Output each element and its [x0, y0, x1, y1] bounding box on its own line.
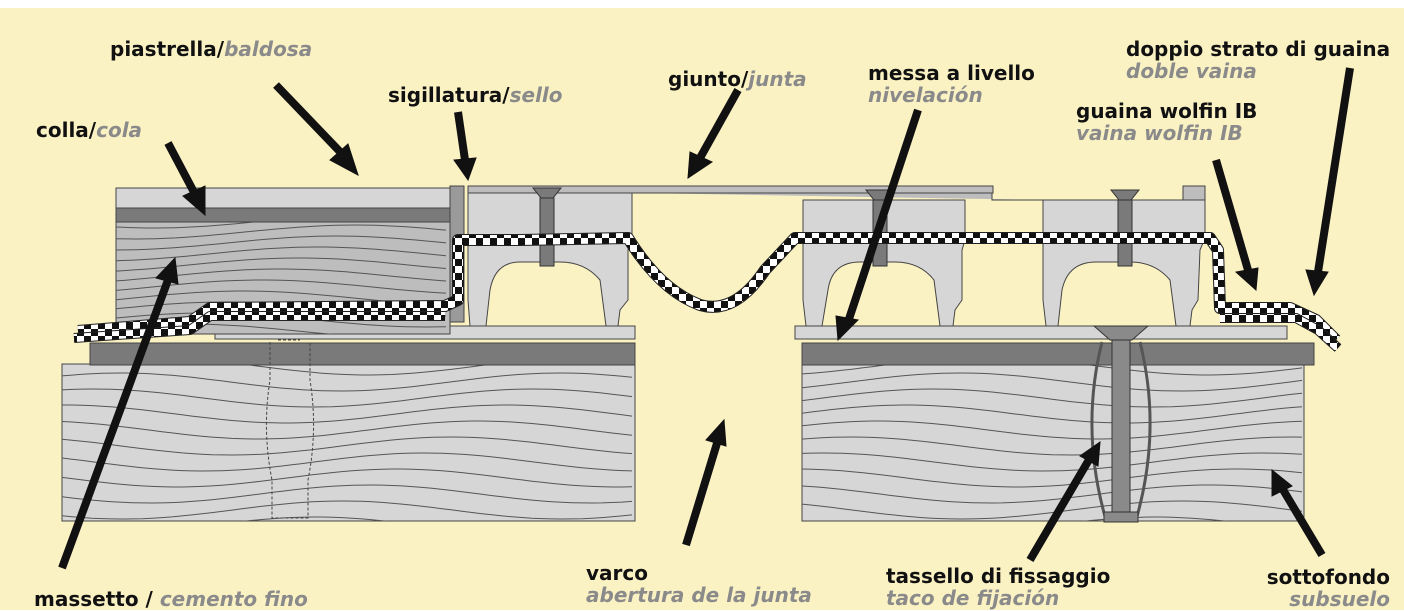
grain-line: [802, 372, 1303, 392]
grain-line: [802, 420, 1303, 440]
grain-line: [802, 436, 1303, 456]
label-tile-es: baldosa: [224, 37, 313, 61]
grain-line: [116, 279, 447, 294]
grain-line: [802, 388, 1303, 408]
arrow-gap: [682, 418, 727, 547]
grain-line: [62, 436, 633, 456]
label-screed: massetto / cemento fino: [34, 588, 308, 610]
grain-line: [1081, 516, 1229, 521]
label-gap-it: varco: [586, 561, 648, 585]
arrow-screed: [58, 256, 179, 570]
arrow-tile: [273, 82, 359, 177]
sheath-membranes: [73, 232, 1342, 352]
hidden-anchor-outline: [265, 339, 315, 519]
grain-line: [237, 364, 498, 376]
grain-line: [802, 404, 1303, 424]
label-wolfin-es: vaina wolfin IB: [1076, 121, 1243, 145]
label-joint: giunto/junta: [668, 68, 807, 90]
grain-line: [241, 516, 389, 521]
profile-feet: [467, 191, 1206, 327]
arrow-joint: [687, 88, 742, 179]
tile: [115, 187, 451, 209]
grain-line: [62, 452, 633, 472]
label-glue: colla/cola: [36, 119, 142, 141]
grain-line: [116, 246, 447, 262]
label-seal-it: sigillatura/: [388, 83, 510, 107]
arrow-anchor: [1026, 440, 1101, 563]
arrow-seal: [453, 111, 477, 182]
grain-line: [62, 372, 633, 392]
grain-line: [802, 500, 1303, 520]
grain-line: [62, 388, 633, 408]
label-leveling-es: nivelación: [868, 83, 983, 107]
label-anchor-es: taco de fijación: [886, 586, 1060, 610]
label-double-sheath-it: doppio strato di guaina: [1126, 37, 1391, 61]
glue-layer: [115, 207, 451, 223]
grain-line: [116, 222, 260, 229]
label-subfloor-es: subsuelo: [1289, 587, 1390, 611]
right-cover-plate: [640, 185, 1206, 201]
grain-line: [116, 235, 447, 251]
right-base-plate: [794, 325, 1288, 340]
label-seal: sigillatura/sello: [388, 84, 563, 106]
label-joint-es: junta: [748, 67, 807, 91]
label-screed-it: massetto /: [34, 587, 160, 611]
arrow-glue: [164, 141, 206, 217]
grain-line: [62, 420, 633, 440]
grain-line: [116, 224, 447, 240]
pointer-arrows: [58, 67, 1354, 570]
label-screed-es: cemento fino: [159, 587, 308, 611]
arrow-wolfin: [1212, 158, 1259, 292]
grain-line: [62, 500, 633, 520]
arrow-leveling: [835, 108, 922, 342]
label-anchor-it: tassello di fissaggio: [886, 564, 1111, 588]
label-gap-es: abertura de la junta: [586, 583, 812, 607]
fixing-anchor: [1090, 325, 1152, 523]
left-subfloor: [61, 363, 636, 522]
label-double-sheath-es: doble vaina: [1126, 59, 1257, 83]
label-tile: piastrella/baldosa: [110, 38, 312, 60]
label-subfloor-it: sottofondo: [1266, 565, 1390, 589]
label-leveling-it: messa a livello: [868, 61, 1035, 85]
right-subfloor: [801, 363, 1305, 522]
label-wolfin-it: guaina wolfin IB: [1076, 99, 1258, 123]
label-glue-it: colla/: [36, 118, 97, 142]
grain-line: [62, 484, 633, 504]
label-glue-es: cola: [96, 118, 143, 142]
left-leveling-band: [89, 342, 636, 366]
right-leveling-band: [801, 342, 1315, 366]
grain-line: [802, 468, 1303, 488]
label-tile-it: piastrella/: [110, 37, 225, 61]
grain-line: [62, 468, 633, 488]
arrow-subfloor: [1271, 468, 1326, 558]
grain-line: [802, 452, 1303, 472]
label-seal-es: sello: [509, 83, 563, 107]
grain-line: [62, 404, 633, 424]
arrow-double-sheath: [1305, 67, 1354, 297]
label-joint-it: giunto/: [668, 67, 749, 91]
grain-line: [802, 484, 1303, 504]
